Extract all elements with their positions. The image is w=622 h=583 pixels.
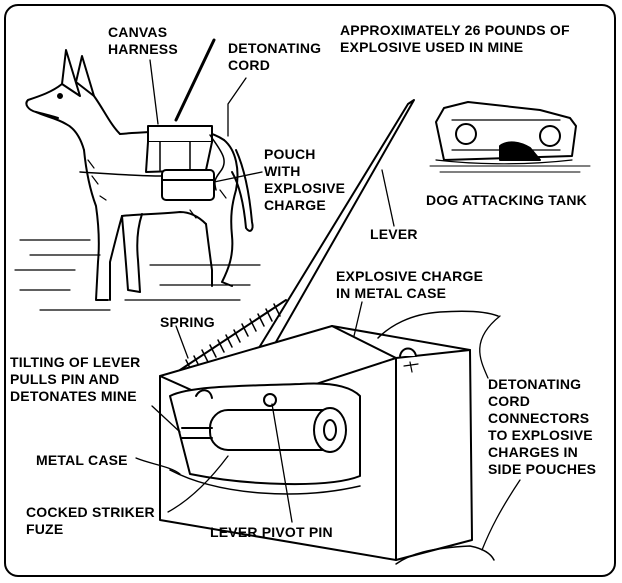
label-explosive-note-line-2: EXPLOSIVE USED IN MINE (340, 39, 524, 55)
label-pouch-line-1: POUCH (264, 146, 316, 162)
label-tilting-lever-line-2: PULLS PIN AND (10, 371, 120, 387)
diagram-frame (4, 4, 616, 577)
tank-drawing (429, 101, 591, 173)
label-cord-connectors-line-5: CHARGES IN (488, 444, 578, 460)
label-cocked-striker-fuze-line-1: COCKED STRIKER (26, 504, 155, 520)
detonating-cord-drawing (377, 310, 499, 565)
label-pouch: POUCH WITH EXPLOSIVE CHARGE (264, 146, 345, 214)
label-detonating-cord-top-line-1: DETONATING (228, 40, 322, 56)
label-lever: LEVER (370, 226, 418, 242)
label-explosive-note-line-1: APPROXIMATELY 26 POUNDS OF (340, 22, 570, 38)
label-detonating-cord-top-line-2: CORD (228, 57, 271, 73)
ground-lines (14, 239, 261, 311)
label-cord-connectors-line-6: SIDE POUCHES (488, 461, 597, 477)
label-lever-pivot-pin: LEVER PIVOT PIN (210, 524, 333, 540)
label-cocked-striker-fuze-line-2: FUZE (26, 521, 64, 537)
label-cord-connectors-line-3: CONNECTORS (488, 410, 590, 426)
label-tilting-lever-line-1: TILTING OF LEVER (10, 354, 141, 370)
label-cord-connectors: DETONATING CORD CONNECTORS TO EXPLOSIVE … (488, 376, 596, 478)
label-cord-connectors-line-2: CORD (488, 393, 531, 409)
label-explosive-charge-case-line-2: IN METAL CASE (336, 285, 447, 301)
label-detonating-cord-top: DETONATING CORD (228, 40, 321, 74)
label-pouch-line-2: WITH (264, 163, 301, 179)
label-cord-connectors-line-4: TO EXPLOSIVE (488, 427, 593, 443)
label-explosive-charge-case: EXPLOSIVE CHARGE IN METAL CASE (336, 268, 483, 302)
label-cocked-striker-fuze: COCKED STRIKER FUZE (26, 504, 155, 538)
label-canvas-harness-line-2: HARNESS (108, 41, 178, 57)
label-dog-attacking-tank: DOG ATTACKING TANK (426, 192, 587, 208)
label-metal-case: METAL CASE (36, 452, 128, 468)
label-tilting-lever-line-3: DETONATES MINE (10, 388, 137, 404)
label-canvas-harness-line-1: CANVAS (108, 24, 168, 40)
label-canvas-harness: CANVAS HARNESS (108, 24, 178, 58)
label-cord-connectors-line-1: DETONATING (488, 376, 582, 392)
harness-drawing (79, 38, 225, 201)
label-explosive-note: APPROXIMATELY 26 POUNDS OF EXPLOSIVE USE… (340, 22, 570, 56)
leader-lines (135, 59, 521, 551)
label-pouch-line-3: EXPLOSIVE (264, 180, 346, 196)
label-tilting-lever: TILTING OF LEVER PULLS PIN AND DETONATES… (10, 354, 141, 405)
dog-drawing (25, 49, 254, 301)
mine-case-drawing (159, 325, 473, 561)
label-spring: SPRING (160, 314, 215, 330)
label-explosive-charge-case-line-1: EXPLOSIVE CHARGE (336, 268, 484, 284)
spring-drawing (179, 299, 287, 373)
label-pouch-line-4: CHARGE (264, 197, 326, 213)
